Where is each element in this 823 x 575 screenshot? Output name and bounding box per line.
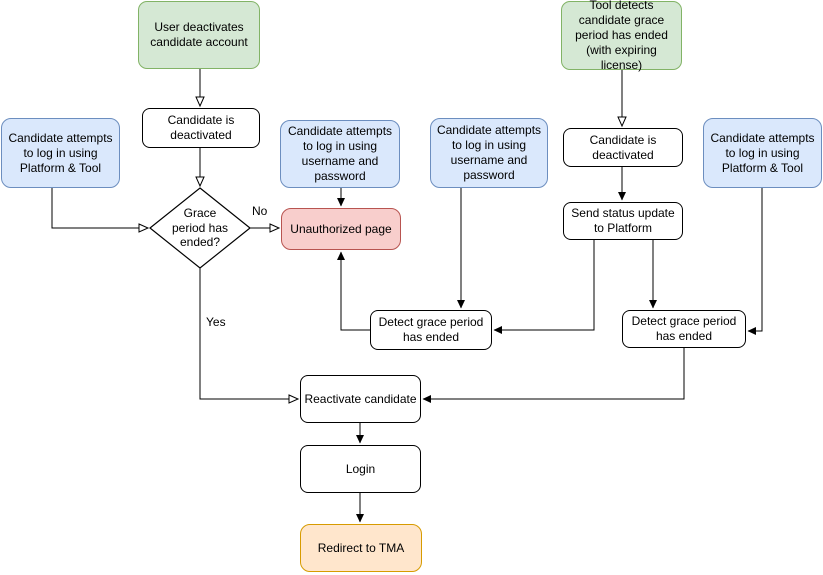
node-login-platform-tool-right: Candidate attempts to log in using Platf… bbox=[703, 118, 822, 188]
edge-label-yes: Yes bbox=[204, 315, 228, 329]
node-user-deactivates: User deactivates candidate account bbox=[138, 1, 260, 69]
node-unauthorized-page: Unauthorized page bbox=[281, 208, 401, 250]
node-redirect-tma: Redirect to TMA bbox=[300, 524, 422, 572]
edge-detect-left-to-unauthorized bbox=[337, 251, 370, 331]
node-login-username-password-left: Candidate attempts to log in using usern… bbox=[280, 120, 400, 188]
decision-grace-period-label: Grace period has ended? bbox=[171, 206, 229, 250]
node-detect-grace-right: Detect grace period has ended bbox=[622, 310, 746, 348]
node-candidate-deactivated-left: Candidate is deactivated bbox=[142, 108, 260, 148]
edge-label-no: No bbox=[250, 204, 270, 218]
node-send-status-update: Send status update to Platform bbox=[563, 202, 683, 240]
edge-send-status-to-detect-left bbox=[493, 240, 595, 334]
edge-platform-login-left-to-grace-decision bbox=[51, 188, 150, 233]
edge-platform-login-right-to-detect-right bbox=[747, 188, 763, 335]
edge-detect-right-to-reactivate bbox=[422, 348, 685, 403]
node-tool-detects: Tool detects candidate grace period has … bbox=[561, 0, 682, 72]
edge-grace-decision-yes-to-reactivate bbox=[199, 268, 300, 404]
node-login: Login bbox=[300, 445, 421, 493]
node-login-platform-tool-left: Candidate attempts to log in using Platf… bbox=[1, 118, 120, 188]
node-detect-grace-left: Detect grace period has ended bbox=[370, 310, 492, 350]
node-login-username-password-right: Candidate attempts to log in using usern… bbox=[430, 118, 548, 188]
node-reactivate-candidate: Reactivate candidate bbox=[300, 375, 421, 423]
node-candidate-deactivated-right: Candidate is deactivated bbox=[563, 128, 683, 167]
